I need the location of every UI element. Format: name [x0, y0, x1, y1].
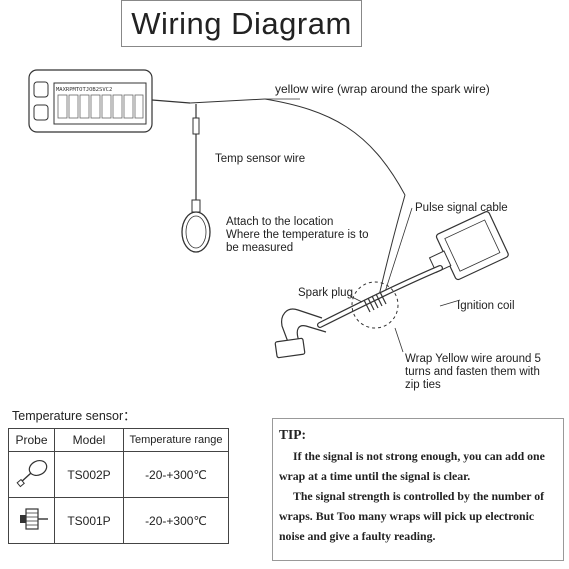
wiring-diagram-drawing: MAXRPMTOTJOB2SVC2: [28, 69, 509, 359]
pulse-cable-label: Pulse signal cable: [415, 202, 508, 214]
wrap-highlight-circle: [351, 281, 399, 329]
wrap-label-line1: Wrap Yellow wire around 5: [405, 353, 541, 365]
temp-sensor-wire-label: Temp sensor wire: [215, 153, 306, 165]
tip-paragraph-2: The signal strength is controlled by the…: [279, 489, 545, 543]
ignition-coil-label: Ignition coil: [457, 300, 515, 312]
attach-label-line1: Attach to the location: [226, 216, 334, 228]
yellow-wire-label: yellow wire (wrap around the spark wire): [275, 82, 490, 96]
tip-box: TIP: If the signal is not strong enough,…: [272, 418, 564, 561]
range-cell: -20-+300℃: [123, 451, 229, 498]
spark-plug-boot: [274, 308, 327, 359]
sensor-table-caption: Temperature sensor：: [12, 409, 136, 423]
threaded-probe-icon: [19, 508, 48, 530]
probe-cell: [8, 451, 55, 498]
page-title: Wiring Diagram: [131, 5, 352, 41]
tip-paragraph-1: If the signal is not strong enough, you …: [279, 449, 545, 483]
model-cell: TS001P: [54, 497, 124, 544]
attach-label-line2: Where the temperature is to: [226, 229, 369, 241]
lcd-digits: [57, 94, 144, 119]
table-row: TS002P -20-+300℃: [8, 451, 229, 498]
wrap-label-line2: turns and fasten them with: [405, 366, 540, 378]
ignition-coil: [428, 211, 509, 281]
header-model: Model: [54, 428, 124, 452]
header-probe: Probe: [8, 428, 55, 452]
attach-label-line3: be measured: [226, 242, 294, 254]
range-cell: -20-+300℃: [123, 497, 229, 544]
ring-probe-icon: [15, 460, 47, 488]
table-row: TS001P -20-+300℃: [8, 497, 229, 544]
title-box: Wiring Diagram: [121, 0, 362, 47]
sensor-table: Probe Model Temperature range TS002P -20…: [8, 428, 229, 544]
wire-wraps: [363, 291, 387, 313]
spark-plug-label: Spark plug: [298, 287, 353, 299]
model-cell: TS002P: [54, 451, 124, 498]
lcd-text: MAXRPMTOTJOB2SVC2: [56, 87, 112, 93]
probe-cell: [8, 497, 55, 544]
tip-heading: TIP:: [279, 427, 306, 442]
meter-device: MAXRPMTOTJOB2SVC2: [28, 69, 153, 133]
table-header-row: Probe Model Temperature range: [8, 428, 229, 452]
header-range: Temperature range: [123, 428, 229, 452]
wrap-label-line3: zip ties: [405, 379, 441, 391]
temp-sensor-probe: [181, 104, 211, 253]
